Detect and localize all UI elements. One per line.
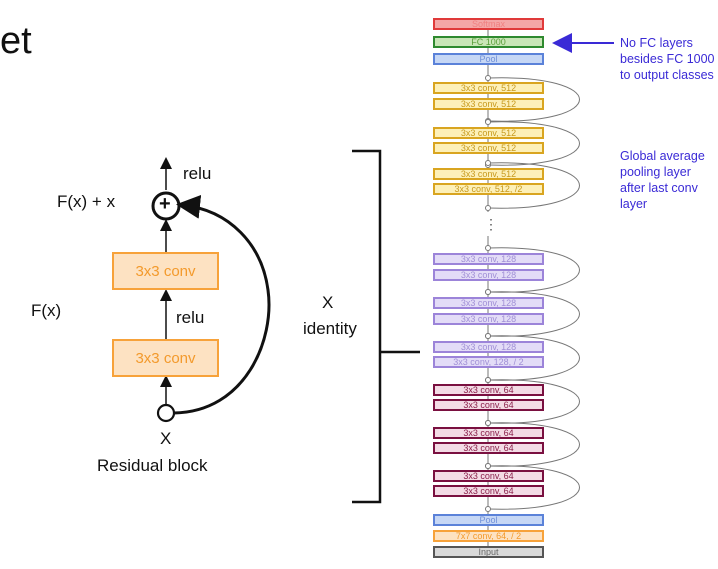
arch-layer: 3x3 conv, 512	[433, 142, 544, 154]
arch-layer: Input	[433, 546, 544, 558]
arch-layer: 3x3 conv, 64	[433, 399, 544, 411]
arch-layer: 3x3 conv, 128	[433, 297, 544, 309]
arch-layer: 3x3 conv, 64	[433, 384, 544, 396]
arch-layer: 3x3 conv, 512	[433, 168, 544, 180]
note-no-fc: No FC layers besides FC 1000 to output c…	[620, 36, 715, 82]
bracket	[352, 149, 382, 504]
relu-top-label: relu	[183, 164, 212, 183]
input-x-label: X	[160, 429, 172, 448]
arch-layer: 3x3 conv, 512	[433, 127, 544, 139]
add-node-small	[485, 420, 491, 426]
add-node-small	[485, 333, 491, 339]
arch-layer: 3x3 conv, 128, / 2	[433, 356, 544, 368]
conv-box-bottom: 3x3 conv	[112, 339, 219, 377]
arch-layer: 3x3 conv, 64	[433, 470, 544, 482]
conv-box-top: 3x3 conv	[112, 252, 219, 290]
add-node-small	[485, 75, 491, 81]
add-node-small	[485, 506, 491, 512]
arch-layer: FC 1000	[433, 36, 544, 48]
add-node-small	[485, 160, 491, 166]
residual-block-caption: Residual block	[97, 456, 208, 475]
arch-layer: 3x3 conv, 64	[433, 442, 544, 454]
relu-mid-label: relu	[176, 308, 205, 327]
note-global-pool: Global average pooling layer after last …	[620, 149, 705, 211]
skip-connection-arc	[487, 247, 580, 293]
arch-layer: 3x3 conv, 64	[433, 485, 544, 497]
plus-symbol: +	[159, 193, 171, 215]
skip-connection-arc	[487, 379, 580, 424]
fx-label: F(x)	[31, 301, 62, 320]
slide-title: et	[0, 20, 32, 62]
arch-layer: 3x3 conv, 128	[433, 253, 544, 265]
arch-layer: 7x7 conv, 64, / 2	[433, 530, 544, 542]
add-node-small	[485, 289, 491, 295]
identity-skip-arrow	[173, 194, 271, 415]
skip-connection-arc	[487, 465, 580, 510]
arch-layer: 3x3 conv, 512, /2	[433, 183, 544, 195]
add-node-small	[485, 463, 491, 469]
add-node-small	[485, 205, 491, 211]
arch-layer: 3x3 conv, 128	[433, 341, 544, 353]
skip-connection-arc	[487, 77, 580, 122]
arch-layer: Softmax	[433, 18, 544, 30]
add-node-small	[485, 377, 491, 383]
arch-layer: Pool	[433, 514, 544, 526]
arch-layer: 3x3 conv, 128	[433, 269, 544, 281]
arch-layer: 3x3 conv, 512	[433, 98, 544, 110]
arch-layer: Pool	[433, 53, 544, 65]
skip-connection-arc	[487, 162, 580, 209]
skip-connection-arc	[487, 335, 580, 381]
add-node-small	[485, 245, 491, 251]
identity-x-label: X	[322, 293, 334, 312]
skip-connection-arc	[487, 291, 580, 337]
arch-layer: 3x3 conv, 128	[433, 313, 544, 325]
skip-connection-arc	[487, 422, 580, 467]
arch-layer: 3x3 conv, 512	[433, 82, 544, 94]
ellipsis-dots: ⋮	[484, 216, 498, 232]
fx-plus-x-label: F(x) + x	[57, 192, 116, 211]
identity-label: identity	[303, 319, 357, 338]
arch-layer: 3x3 conv, 64	[433, 427, 544, 439]
add-node-small	[485, 119, 491, 125]
